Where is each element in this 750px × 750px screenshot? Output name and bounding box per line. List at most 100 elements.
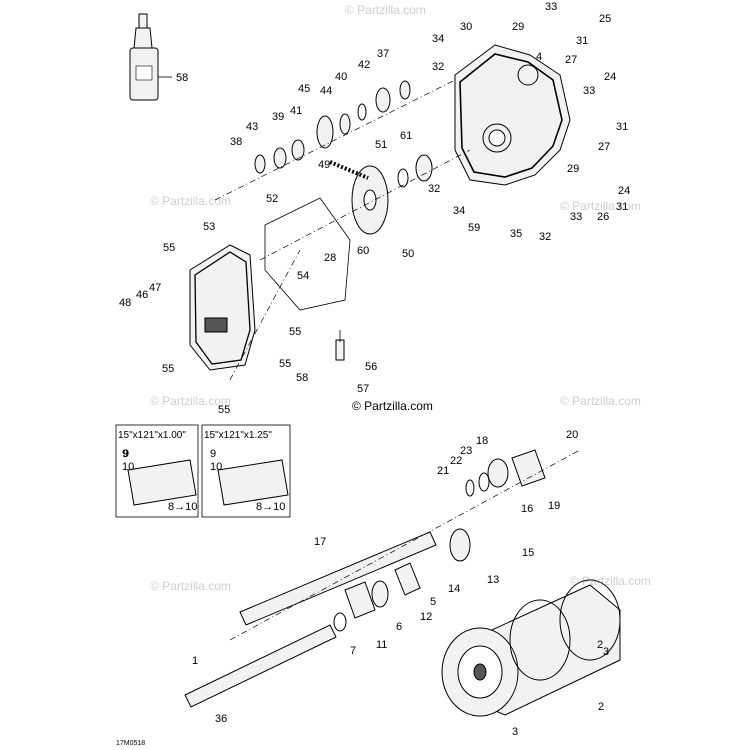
callout-label: 47 (149, 282, 161, 294)
chaincase-cover (189, 244, 256, 371)
callout-label: 33 (583, 85, 595, 97)
watermark-text: © Partzilla.com (150, 394, 231, 408)
callout-label: 32 (539, 231, 551, 243)
callout-label: 55 (163, 242, 175, 254)
callout-label: 54 (297, 270, 309, 282)
callout-label: 58 (176, 72, 188, 84)
oil-bottle (129, 13, 172, 101)
callout-label: 55 (162, 363, 174, 375)
axle-shaft (184, 624, 337, 708)
callout-label: 34 (453, 205, 465, 217)
callout-label: 2 (598, 701, 604, 713)
callout-label: 48 (119, 297, 131, 309)
callout-label: 40 (335, 71, 347, 83)
callout-label: 21 (437, 465, 449, 477)
callout-label: 36 (215, 713, 227, 725)
watermark-text: © Partzilla.com (570, 574, 651, 588)
callout-label: 55 (279, 358, 291, 370)
callout-label: 33 (545, 1, 557, 13)
callout-label: 52 (266, 193, 278, 205)
inset-1: 15"x121"x1.00" 9 10 8→10 (115, 424, 199, 518)
callout-label: 20 (566, 429, 578, 441)
callout-label: 26 (597, 211, 609, 223)
callout-label: 55 (289, 326, 301, 338)
callout-label: 31 (576, 35, 588, 47)
callout-label: 31 (616, 201, 628, 213)
callout-label: 50 (402, 248, 414, 260)
axis-line (214, 79, 456, 201)
callout-label: 60 (357, 245, 369, 257)
callout-label: 30 (460, 21, 472, 33)
callout-label: 5 (430, 596, 436, 608)
callout-label: 33 (570, 211, 582, 223)
bearings-group (254, 80, 433, 188)
callout-label: 4 (536, 51, 542, 63)
callout-label: 15 (522, 547, 534, 559)
callout-label: 19 (548, 500, 560, 512)
axis-line (259, 149, 471, 261)
callout-label: 13 (487, 574, 499, 586)
callout-label: 58 (296, 372, 308, 384)
gasket (264, 197, 351, 311)
callout-label: 37 (377, 48, 389, 60)
callout-label: 28 (324, 252, 336, 264)
callout-label: 2 (597, 639, 603, 651)
callout-label: 29 (512, 21, 524, 33)
callout-label: 57 (357, 383, 369, 395)
callout-label: 24 (604, 71, 616, 83)
small-gear (316, 115, 334, 149)
callout-label: 9 (210, 448, 216, 460)
callout-label: 9 (123, 448, 129, 460)
callout-label: 34 (432, 33, 444, 45)
callout-label: 8→10 (168, 501, 197, 513)
watermark-text: © Partzilla.com (560, 394, 641, 408)
callout-label: 42 (358, 59, 370, 71)
callout-label: 32 (428, 183, 440, 195)
callout-label: 29 (567, 163, 579, 175)
callout-label: 45 (298, 83, 310, 95)
watermark-text: © Partzilla.com (150, 579, 231, 593)
callout-label: 25 (599, 13, 611, 25)
callout-label: 17 (314, 536, 326, 548)
tensioner (335, 330, 345, 361)
callout-label: 55 (218, 404, 230, 416)
callout-label: 3 (512, 726, 518, 738)
callout-label: 35 (510, 228, 522, 240)
watermark-text: © Partzilla.com (560, 199, 641, 213)
flanges (333, 449, 546, 632)
watermarks: © Partzilla.com © Partzilla.com © Partzi… (150, 3, 651, 593)
callout-label: 14 (448, 583, 460, 595)
callout-label: 56 (365, 361, 377, 373)
callout-label: 38 (230, 136, 242, 148)
callout-label: 11 (376, 639, 387, 651)
callout-label: 10 (210, 461, 222, 473)
copyright-logo: © Partzilla.com (352, 399, 433, 413)
logo-text: © Partzilla.com (352, 399, 433, 413)
callout-label: 7 (350, 645, 356, 657)
watermark-text: © Partzilla.com (345, 3, 426, 17)
callout-label: 18 (476, 435, 488, 447)
inset-2: 15"x121"x1.25" 9 10 8→10 (201, 424, 291, 518)
callout-label: 46 (136, 289, 148, 301)
callout-label: 61 (400, 130, 412, 142)
callout-label: 16 (521, 503, 533, 515)
sprocket-gear (351, 165, 389, 235)
callout-label: 23 (460, 445, 472, 457)
callout-label: 6 (396, 621, 402, 633)
callout-label: 43 (246, 121, 258, 133)
chaincase-housing (454, 44, 571, 186)
callout-label: 41 (290, 105, 302, 117)
callout-label: 3 (603, 646, 609, 658)
chain (329, 160, 369, 180)
callout-label: 51 (375, 139, 387, 151)
callout-label: 59 (468, 222, 480, 234)
watermark-text: © Partzilla.com (150, 194, 231, 208)
axis-line (229, 449, 581, 641)
callout-label: 24 (618, 185, 630, 197)
drive-shaft (239, 531, 437, 626)
callout-label: 27 (565, 54, 577, 66)
callout-label: 10 (122, 461, 134, 473)
callout-label: 53 (203, 221, 215, 233)
